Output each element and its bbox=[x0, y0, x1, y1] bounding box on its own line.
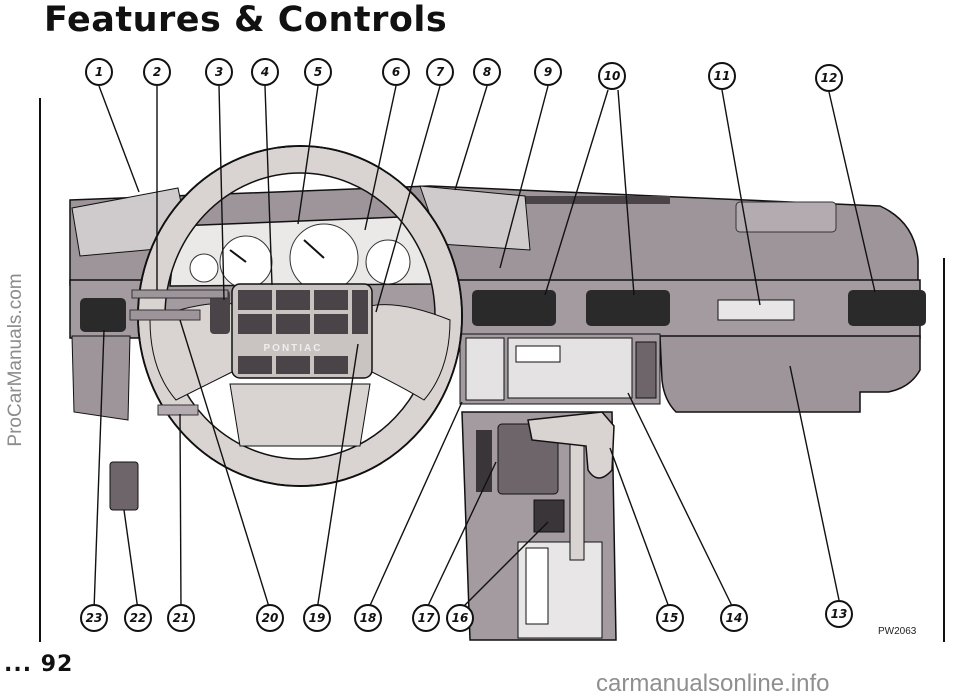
callout-3: 3 bbox=[205, 58, 233, 86]
callout-1: 1 bbox=[85, 58, 113, 86]
callout-2: 2 bbox=[143, 58, 171, 86]
callout-11: 11 bbox=[708, 62, 736, 90]
figure-code: PW2063 bbox=[878, 626, 917, 637]
callout-17: 17 bbox=[412, 604, 440, 632]
page-number: ... 92 bbox=[4, 652, 74, 677]
callout-9: 9 bbox=[534, 58, 562, 86]
callout-22: 22 bbox=[124, 604, 152, 632]
callout-6: 6 bbox=[382, 58, 410, 86]
callout-21: 21 bbox=[167, 604, 195, 632]
callout-23: 23 bbox=[80, 604, 108, 632]
callout-16: 16 bbox=[446, 604, 474, 632]
wheel-badge: PONTIAC bbox=[264, 343, 323, 354]
callout-14: 14 bbox=[720, 604, 748, 632]
callout-20: 20 bbox=[256, 604, 284, 632]
callout-15: 15 bbox=[656, 604, 684, 632]
callout-8: 8 bbox=[473, 58, 501, 86]
callout-18: 18 bbox=[354, 604, 382, 632]
callout-12: 12 bbox=[815, 64, 843, 92]
callout-13: 13 bbox=[825, 600, 853, 628]
footer-watermark: carmanualsonline.info bbox=[596, 670, 830, 697]
callout-19: 19 bbox=[303, 604, 331, 632]
callout-7: 7 bbox=[426, 58, 454, 86]
callout-4: 4 bbox=[251, 58, 279, 86]
page-title: Features & Controls bbox=[44, 0, 448, 40]
callout-10: 10 bbox=[598, 62, 626, 90]
callout-5: 5 bbox=[304, 58, 332, 86]
